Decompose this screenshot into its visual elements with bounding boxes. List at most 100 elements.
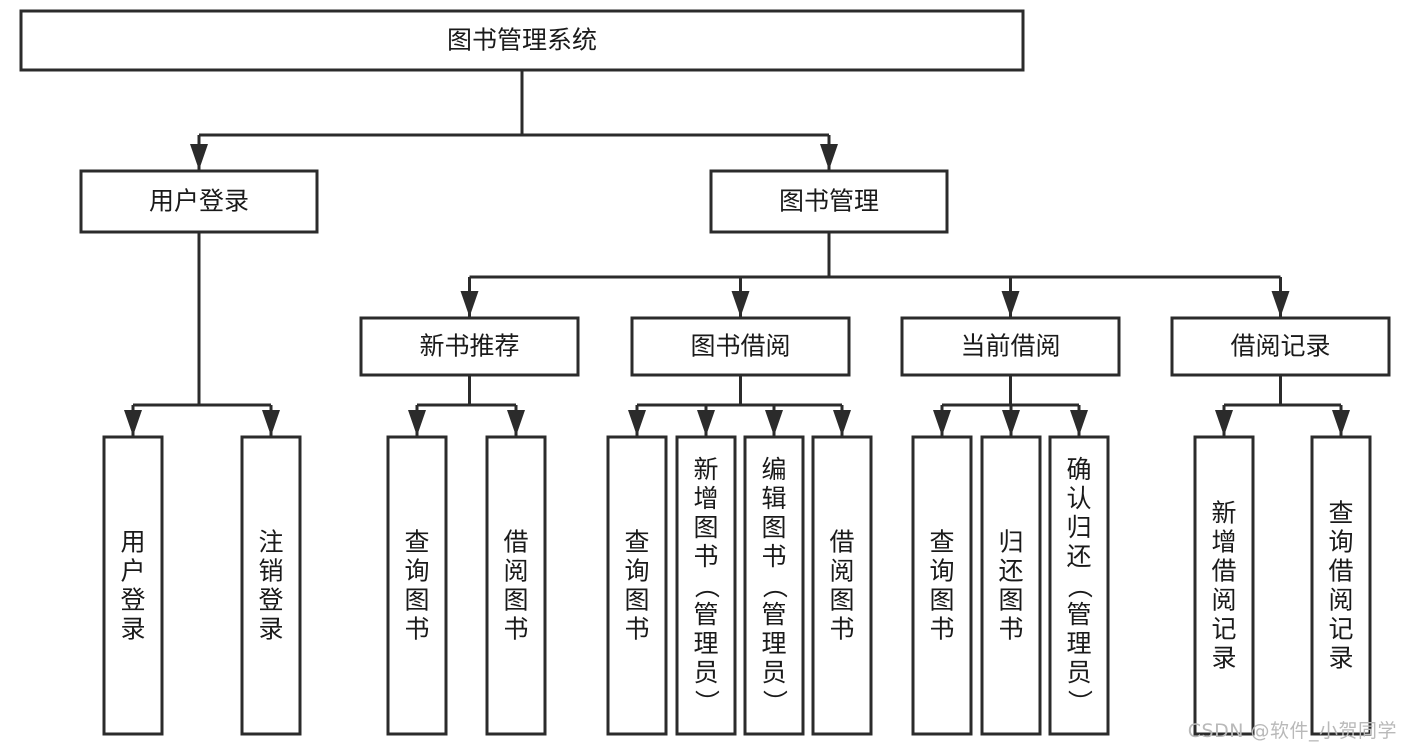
leaf-label-char: 阅 — [1328, 586, 1353, 615]
leaf-label-char: 借 — [503, 528, 528, 557]
leaf-label-char: 编 — [761, 455, 786, 484]
leaf-label-char: 图 — [503, 586, 528, 615]
node-level2-new-book-rec[interactable]: 新书推荐 — [359, 316, 580, 377]
leaf-label-char: 管 — [693, 600, 718, 629]
leaf-label-char: 管 — [1066, 600, 1091, 629]
leaf-label-char: 询 — [404, 557, 429, 586]
leaf-label-char: 理 — [693, 629, 718, 658]
leaf-label-char: 图 — [929, 586, 954, 615]
leaf-label-char: 还 — [998, 557, 1023, 586]
arrow-head-icon-book-borrow — [731, 291, 750, 317]
leaf-label-char: 图 — [624, 586, 649, 615]
node-label: 借阅记录 — [1230, 332, 1330, 361]
leaf-label-char: 书 — [624, 615, 649, 644]
leaf-label-char: 记 — [1211, 615, 1236, 644]
node-label: 图书借阅 — [690, 332, 790, 361]
node-box — [1193, 435, 1255, 736]
node-box — [240, 435, 302, 736]
leaf-label-char: 阅 — [503, 557, 528, 586]
node-box — [1170, 316, 1391, 377]
leaf-label-char: 书 — [404, 615, 429, 644]
node-box — [709, 169, 949, 234]
leaf-label-char: 借 — [1328, 557, 1353, 586]
leaf-label-char: 书 — [929, 615, 954, 644]
node-root-root[interactable]: 图书管理系统 — [19, 9, 1025, 72]
node-level2-book-borrow[interactable]: 图书借阅 — [630, 316, 851, 377]
leaf-label-char: 录 — [1211, 644, 1236, 673]
leaf-label-char: 归 — [998, 528, 1023, 557]
node-level2-current-borrow[interactable]: 当前借阅 — [900, 316, 1121, 377]
leaf-label-char: 查 — [929, 528, 954, 557]
leaf-label-char: 员 — [693, 658, 718, 687]
leaf-label-char: 认 — [1066, 484, 1091, 513]
leaf-label-char: 查 — [1328, 499, 1353, 528]
node-box — [911, 435, 973, 736]
leaf-label-char: 图 — [693, 513, 718, 542]
leaf-label-char: 记 — [1328, 615, 1353, 644]
arrow-head-icon-leaf-return-book — [1002, 410, 1020, 436]
node-box — [1048, 435, 1110, 736]
connectors-layer — [124, 70, 1350, 436]
leaf-label-char: （ — [1065, 573, 1094, 598]
node-box — [79, 169, 319, 234]
arrow-head-icon-current-borrow — [1001, 291, 1020, 317]
node-label: 新书推荐 — [419, 332, 519, 361]
leaf-label-char: 录 — [258, 615, 283, 644]
arrow-head-icon-leaf-query-record — [1332, 410, 1350, 436]
leaf-label-char: 书 — [829, 615, 854, 644]
arrow-head-icon-leaf-user-login — [124, 410, 142, 436]
node-box — [102, 435, 164, 736]
leaf-label-char: 注 — [258, 528, 283, 557]
leaf-label-char: 用 — [120, 528, 145, 557]
leaf-label-char: 书 — [998, 615, 1023, 644]
leaf-label-char: 增 — [1211, 528, 1236, 557]
leaf-label-char: 户 — [120, 557, 145, 586]
leaf-label-char: （ — [692, 573, 721, 598]
node-box — [675, 435, 737, 736]
leaf-label-char: 查 — [404, 528, 429, 557]
node-box — [630, 316, 851, 377]
node-label: 当前借阅 — [960, 332, 1060, 361]
leaf-label-char: ） — [760, 689, 789, 714]
node-box — [900, 316, 1121, 377]
leaf-label-char: 图 — [829, 586, 854, 615]
leaf-label-char: 图 — [761, 513, 786, 542]
node-level1-book-manage[interactable]: 图书管理 — [709, 169, 949, 234]
node-level1-user-login[interactable]: 用户登录 — [79, 169, 319, 234]
node-level2-borrow-record[interactable]: 借阅记录 — [1170, 316, 1391, 377]
leaf-label-char: 辑 — [761, 484, 786, 513]
leaf-label-char: ） — [692, 689, 721, 714]
leaf-label-char: 增 — [693, 484, 718, 513]
arrow-head-icon-leaf-borrow-book-1 — [507, 410, 525, 436]
arrow-head-icon-leaf-confirm-return — [1070, 410, 1088, 436]
node-label: 用户登录 — [149, 187, 249, 216]
leaf-label-char: 图 — [404, 586, 429, 615]
arrow-head-icon-leaf-query-book-3 — [933, 410, 951, 436]
arrow-head-icon-leaf-query-book-1 — [408, 410, 426, 436]
leaf-label-char: 录 — [120, 615, 145, 644]
leaf-label-char: 理 — [761, 629, 786, 658]
leaf-label-char: 询 — [624, 557, 649, 586]
leaf-label-char: 书 — [693, 542, 718, 571]
node-leaf-leaf-user-login[interactable]: 用户登录 — [102, 435, 164, 736]
leaf-label-char: 登 — [120, 586, 145, 615]
leaf-label-char: 员 — [1066, 658, 1091, 687]
arrow-head-icon-user-login — [190, 144, 208, 170]
leaf-label-char: 阅 — [1211, 586, 1236, 615]
leaf-label-char: 借 — [829, 528, 854, 557]
leaf-label-char: 借 — [1211, 557, 1236, 586]
